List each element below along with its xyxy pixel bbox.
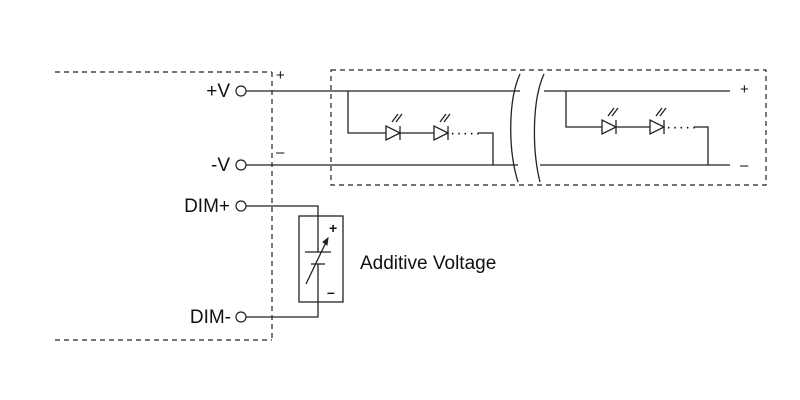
driver-minus-sign: – bbox=[276, 144, 285, 161]
led-string-minus-sign: – bbox=[740, 157, 749, 174]
led-diode-icon bbox=[433, 113, 451, 142]
terminal-v-minus bbox=[235, 159, 247, 171]
led-diode-icon bbox=[649, 107, 667, 136]
wire-break-symbol bbox=[510, 73, 545, 183]
additive-voltage-label: Additive Voltage bbox=[360, 253, 496, 274]
variable-voltage-source-icon bbox=[298, 215, 344, 303]
terminal-label-dim-plus: DIM+ bbox=[184, 196, 230, 217]
dim-minus-wire bbox=[246, 302, 319, 318]
terminal-label-v-plus: +V bbox=[206, 81, 230, 102]
led-chain-ellipsis: ····· bbox=[666, 119, 698, 136]
led-diode-icon bbox=[601, 107, 650, 136]
led-branch-right: ····· bbox=[565, 91, 709, 165]
terminal-label-v-minus: -V bbox=[211, 155, 230, 176]
led-string-plus-sign: + bbox=[740, 81, 749, 98]
terminal-dim-minus bbox=[235, 311, 247, 323]
terminal-label-dim-minus: DIM- bbox=[190, 307, 231, 328]
led-chain-ellipsis: ····· bbox=[450, 125, 482, 142]
led-branch-left: ····· bbox=[347, 91, 494, 165]
dim-plus-wire bbox=[246, 205, 319, 216]
source-plus-sign: + bbox=[329, 220, 337, 236]
source-minus-sign: – bbox=[327, 284, 335, 300]
led-diode-icon bbox=[385, 113, 434, 142]
driver-plus-sign: + bbox=[276, 67, 285, 84]
terminal-v-plus bbox=[235, 85, 247, 97]
driver-enclosure bbox=[55, 71, 273, 341]
led-string-enclosure bbox=[330, 69, 767, 186]
terminal-dim-plus bbox=[235, 200, 247, 212]
